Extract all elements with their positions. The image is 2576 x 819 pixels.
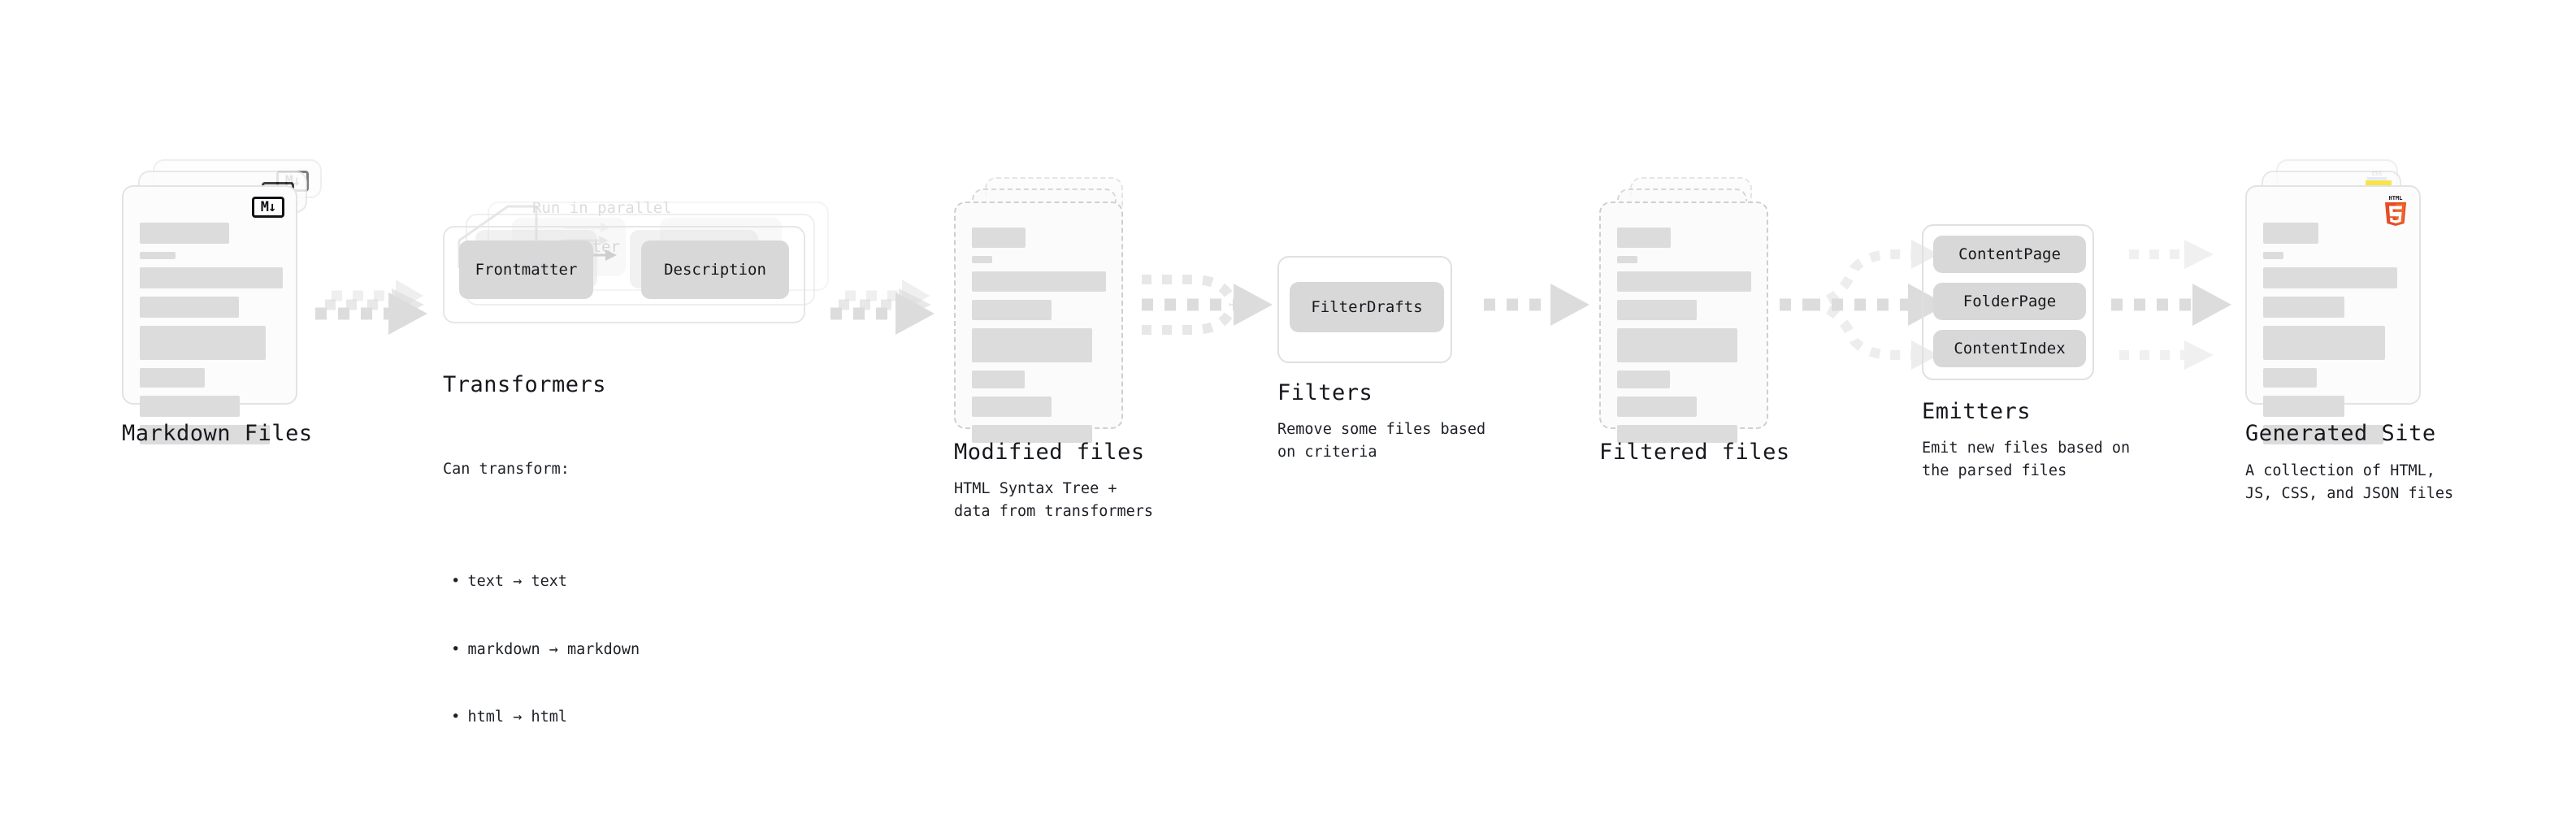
pipeline-diagram: M↓ M↓ M↓	[0, 0, 2576, 681]
stage-emitters: ContentPage FolderPage ContentIndex Emit…	[1922, 224, 2130, 479]
chip-frontmatter[interactable]: Frontmatter	[459, 240, 593, 299]
caption-title-emitters: Emitters	[1922, 399, 2032, 424]
svg-text:HTML: HTML	[2389, 195, 2403, 202]
caption-title-modified-files: Modified files	[954, 440, 1145, 465]
transform-bullet-1: markdown → markdown	[443, 639, 640, 661]
can-transform-label: Can transform:	[443, 460, 570, 478]
file-card-front: M↓	[122, 185, 297, 444]
filters-box[interactable]: FilterDrafts	[1277, 256, 1452, 363]
caption-title-filtered-files: Filtered files	[1599, 440, 1790, 465]
chip-content-index[interactable]: ContentIndex	[1933, 330, 2086, 367]
caption-sub-emitters: Emit new files based on the parsed files	[1922, 440, 2131, 479]
card-content-lines	[972, 228, 1106, 451]
file-card-front	[1599, 202, 1768, 443]
card-content-lines	[2263, 223, 2403, 453]
connector-emitters-to-site	[2111, 240, 2231, 370]
markdown-file-stack: M↓ M↓ M↓	[122, 159, 333, 444]
caption-title-filters: Filters	[1277, 380, 1373, 405]
card-content-lines	[1617, 228, 1751, 451]
transform-bullet-0: text → text	[443, 570, 640, 593]
stage-filters: FilterDrafts Filters Remove some files b…	[1277, 256, 1485, 461]
run-in-parallel-label: Run in parallel	[532, 199, 672, 217]
html5-icon-glyph: HTML	[2385, 195, 2406, 226]
caption-sub-transformers: Can transform: text → text markdown → ma…	[443, 413, 640, 819]
html5-icon: HTML	[2382, 193, 2409, 229]
stage-markdown-files: M↓ M↓ M↓	[122, 159, 333, 446]
connector-modified-to-filters	[1142, 275, 1273, 335]
emitters-box[interactable]: ContentPage FolderPage ContentIndex	[1922, 224, 2094, 380]
chip-filter-drafts[interactable]: FilterDrafts	[1290, 282, 1444, 332]
stage-filtered-files: Filtered files	[1599, 177, 1789, 465]
transformer-box-front[interactable]: Frontmatter Description	[443, 226, 805, 323]
file-card-html: HTML	[2245, 185, 2421, 444]
caption-sub-modified-files: HTML Syntax Tree + data from transformer…	[954, 480, 1154, 520]
file-card-front	[954, 202, 1123, 443]
caption-title-markdown-files: Markdown Files	[122, 421, 313, 446]
filtered-file-stack	[1599, 177, 1786, 443]
transform-bullet-2: html → html	[443, 706, 640, 729]
chip-folder-page[interactable]: FolderPage	[1933, 283, 2086, 320]
markdown-icon: M↓	[252, 197, 284, 218]
chip-content-page[interactable]: ContentPage	[1933, 236, 2086, 273]
chip-description[interactable]: Description	[641, 240, 789, 299]
stage-transformers: Run in parallel Frontmatter Description …	[443, 187, 849, 726]
card-content-lines	[140, 223, 283, 453]
stage-modified-files: Modified files HTML Syntax Tree + data f…	[954, 177, 1153, 520]
connector-filters-to-filtered	[1484, 284, 1589, 326]
caption-title-transformers: Transformers	[443, 372, 607, 397]
stage-generated-site: CSS HTML	[2245, 159, 2457, 502]
transform-bullet-list: text → text markdown → markdown html → h…	[443, 526, 640, 774]
caption-sub-filters: Remove some files based on criteria	[1277, 421, 1486, 461]
transformers-stack: Frontmatter Description Frontmatter Desc…	[443, 187, 849, 323]
generated-site-file-stack: CSS HTML	[2245, 159, 2457, 444]
caption-title-generated-site: Generated Site	[2245, 421, 2436, 446]
caption-sub-generated-site: A collection of HTML, JS, CSS, and JSON …	[2245, 462, 2454, 502]
modified-file-stack	[954, 177, 1141, 443]
